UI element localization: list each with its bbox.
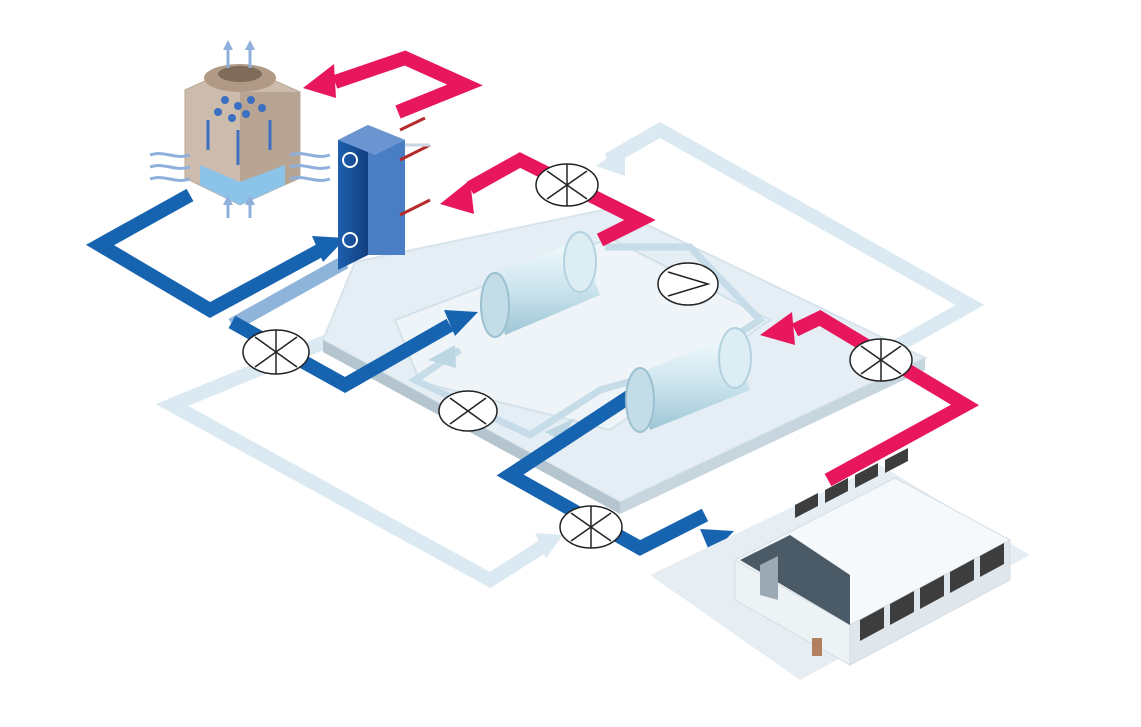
pump-icon[interactable] bbox=[657, 262, 719, 306]
bypass-loop-left bbox=[155, 333, 549, 589]
supply-link-light bbox=[228, 255, 349, 332]
valve-icon[interactable] bbox=[242, 329, 310, 375]
air-arrow-heads-icon bbox=[223, 40, 255, 205]
return-arrow-chiller-icon bbox=[760, 312, 795, 345]
building-icon bbox=[650, 448, 1030, 680]
heat-exchanger-icon bbox=[338, 116, 431, 270]
valve-top-center-icon[interactable] bbox=[535, 163, 599, 207]
cooling-tower-icon bbox=[184, 64, 301, 206]
supply-pipe-tower bbox=[85, 188, 334, 319]
bypass-arrow-left-icon bbox=[535, 533, 563, 558]
air-flow-arrows-icon bbox=[149, 48, 331, 218]
equipment-platform bbox=[321, 206, 928, 514]
return-arrow-hx-icon bbox=[440, 180, 474, 214]
valve-right-icon[interactable] bbox=[849, 338, 913, 382]
valve-bottom-center-icon[interactable] bbox=[559, 505, 623, 549]
supply-arrow-evaporator-icon bbox=[444, 310, 478, 336]
return-pipe-tower bbox=[332, 50, 483, 119]
supply-arrow-hx-icon bbox=[312, 236, 346, 262]
bypass-arrow-right-icon bbox=[596, 146, 625, 176]
valve-center-lower-icon[interactable] bbox=[438, 390, 498, 432]
cylinder-vessel-icon bbox=[480, 231, 600, 338]
internal-arrow-icon bbox=[428, 345, 456, 368]
cylinder-vessel-2-icon bbox=[625, 327, 752, 433]
internal-arrow-2-icon bbox=[545, 418, 575, 440]
return-arrow-tower-icon bbox=[303, 64, 336, 98]
